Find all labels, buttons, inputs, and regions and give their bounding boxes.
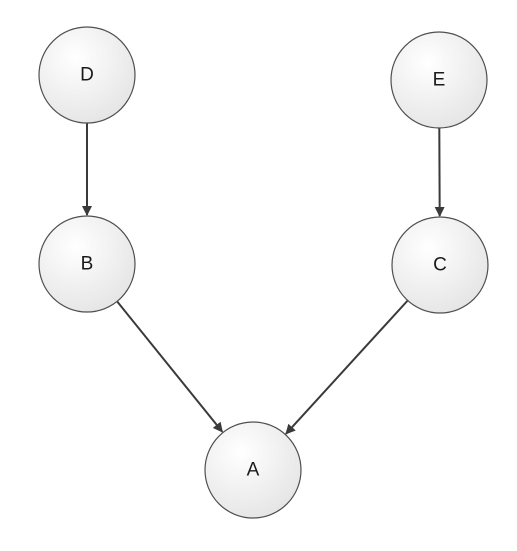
edge-c-to-a [285,299,409,435]
node-d-label: D [80,65,94,86]
edges-layer [82,123,445,435]
node-e: E [390,31,488,129]
node-a: A [204,421,302,519]
node-d: D [38,26,136,124]
edge-b-to-a [116,300,224,433]
node-e-label: E [433,70,446,91]
node-a-circle [204,421,302,519]
node-c-circle [391,216,489,314]
node-a-label: A [247,460,260,481]
nodes-layer: D E B C A [38,26,489,519]
node-d-circle [38,26,136,124]
node-b-label: B [81,254,94,275]
node-c: C [391,216,489,314]
node-b: B [38,215,136,313]
node-e-circle [390,31,488,129]
node-c-label: C [433,255,447,276]
node-b-circle [38,215,136,313]
